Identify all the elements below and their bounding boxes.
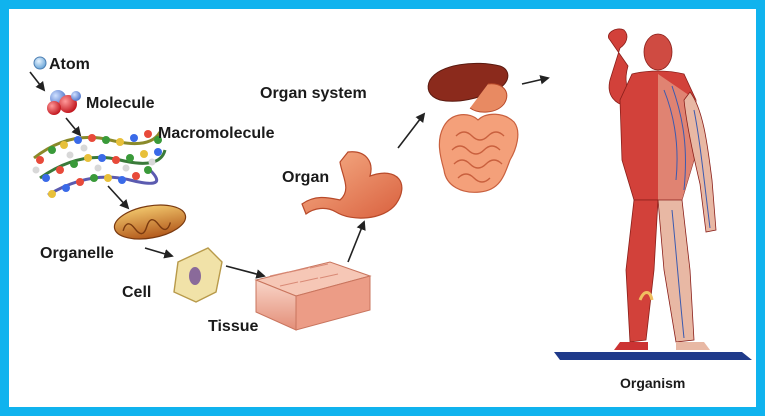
macromolecule-label: Macromolecule	[158, 125, 275, 142]
tissue-icon	[256, 262, 370, 330]
atom-icon	[34, 57, 46, 69]
tissue-label: Tissue	[208, 318, 259, 335]
arrow-organelle-to-cell	[145, 248, 172, 256]
arrow-organ-to-organ-system	[398, 114, 424, 148]
arrow-atom-to-molecule	[30, 72, 44, 90]
molecule-label: Molecule	[86, 95, 155, 112]
organelle-label: Organelle	[40, 245, 114, 262]
organelle-icon	[112, 200, 188, 244]
arrow-organ-system-to-organism	[522, 78, 548, 84]
arrow-macromolecule-to-organelle	[108, 186, 128, 208]
cell-icon	[174, 248, 222, 302]
atom-label: Atom	[49, 56, 90, 73]
molecule-icon	[47, 90, 81, 115]
organ-system-icon	[428, 63, 518, 192]
organism-label: Organism	[620, 375, 685, 391]
macromolecule-icon	[33, 130, 166, 198]
cell-label: Cell	[122, 284, 151, 301]
arrow-molecule-to-macromolecule	[66, 118, 80, 135]
arrow-tissue-to-organ	[348, 222, 364, 262]
organism-icon	[554, 29, 752, 360]
organ-label: Organ	[282, 169, 329, 186]
organ-system-label: Organ system	[260, 85, 367, 102]
arrow-cell-to-tissue	[226, 266, 264, 276]
